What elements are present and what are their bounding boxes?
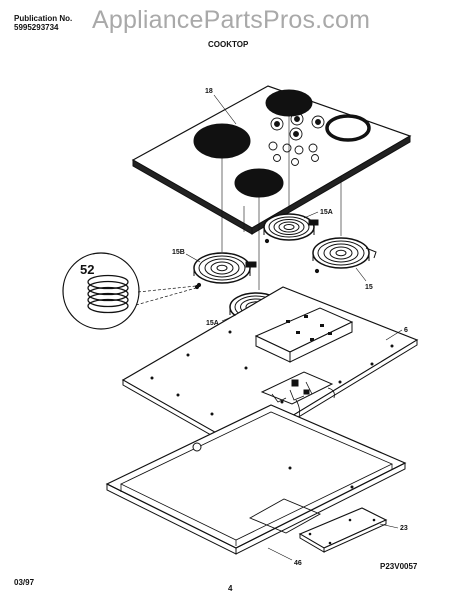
access-cover (298, 507, 388, 553)
burner-zone-rear-left (193, 123, 251, 159)
publication-label: Publication No. (14, 14, 73, 23)
cooktop-glass (131, 85, 412, 235)
watermark: AppliancePartsPros.com (92, 6, 371, 34)
burner-zone-ring (325, 114, 371, 142)
element-15-right (312, 237, 377, 274)
callout-element-right: 15 (365, 284, 373, 291)
burner-zone-rear-right (265, 89, 313, 117)
alignment-lines (221, 116, 342, 290)
callout-element-front: 15A (206, 320, 219, 327)
publication-number: 5995293734 (14, 23, 59, 32)
callout-limiter-detail: 52 (80, 262, 94, 277)
bottom-tray (105, 404, 407, 555)
burner-zone-front-left (234, 168, 284, 198)
element-15a-rear (263, 213, 319, 244)
callout-main-panel: 6 (404, 327, 408, 334)
callout-top-glass: 18 (205, 88, 213, 95)
element-15b-left (193, 252, 257, 288)
callout-access-cover: 23 (400, 525, 408, 532)
callout-element-left: 15B (172, 249, 185, 256)
control-graphics (268, 112, 325, 166)
callout-element-rear-right: 15A (320, 209, 333, 216)
callout-leaders (185, 94, 403, 561)
callout-bottom-tray: 46 (294, 560, 302, 567)
footer-date: 03/97 (14, 578, 35, 587)
limiter-detail-bubble (62, 252, 200, 330)
footer-page-number: 4 (228, 584, 233, 593)
section-title: COOKTOP (208, 40, 249, 49)
footer-diagram-code: P23V0057 (380, 562, 418, 571)
